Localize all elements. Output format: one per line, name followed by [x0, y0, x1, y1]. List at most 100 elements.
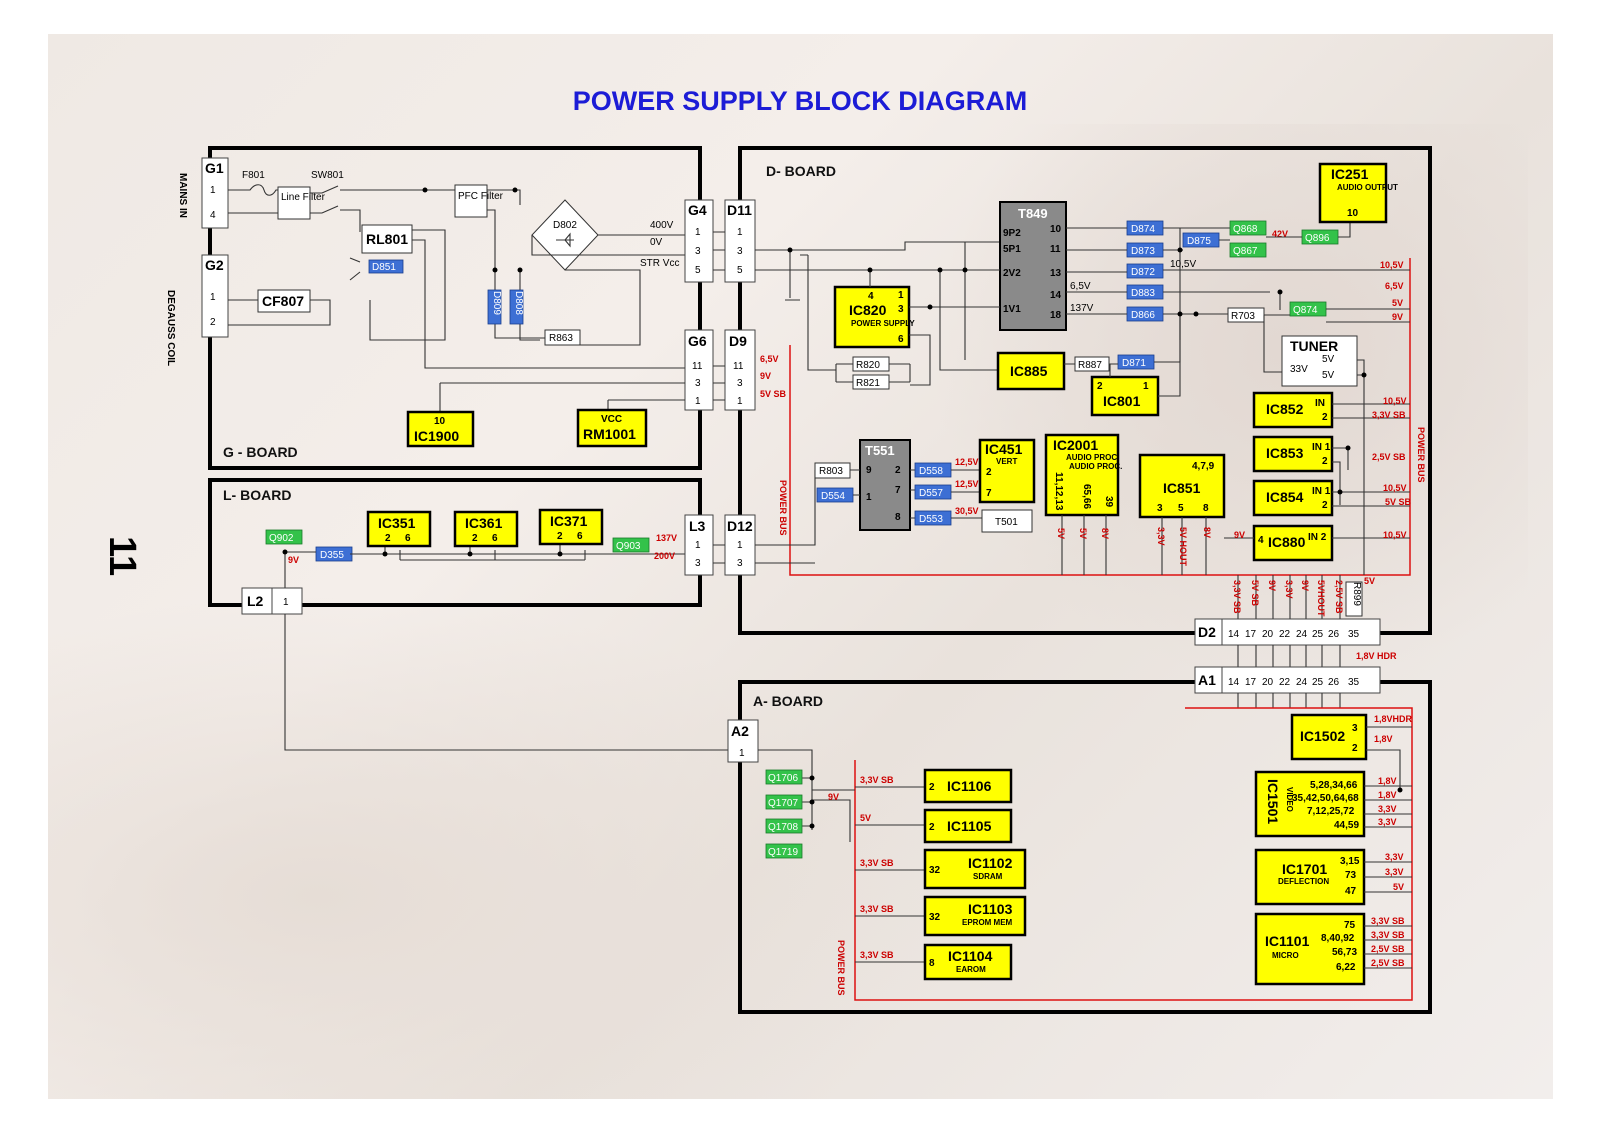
svg-text:10: 10	[434, 416, 446, 427]
svg-text:AUDIO OUTPUT: AUDIO OUTPUT	[1337, 183, 1398, 192]
svg-text:2: 2	[1322, 412, 1328, 423]
svg-text:9V: 9V	[760, 371, 771, 381]
svg-text:5V: 5V	[1056, 528, 1066, 539]
bus-volts: 3,3V SB 5V SB 9V 3,3V 9V 5VHOUT 2,5V SB	[1232, 580, 1344, 617]
svg-text:1: 1	[695, 540, 701, 551]
svg-text:5,28,34,66: 5,28,34,66	[1310, 780, 1358, 791]
svg-text:IC854: IC854	[1266, 489, 1304, 505]
svg-text:3,3V SB: 3,3V SB	[860, 904, 894, 914]
svg-text:18: 18	[1050, 310, 1062, 321]
svg-text:VIDEO: VIDEO	[1285, 787, 1294, 812]
svg-text:6,5V: 6,5V	[1385, 281, 1404, 291]
svg-text:5V: 5V	[1322, 370, 1335, 381]
svg-text:10,5V: 10,5V	[1383, 396, 1407, 406]
svg-text:1,8V: 1,8V	[1374, 734, 1393, 744]
diagram-title: POWER SUPPLY BLOCK DIAGRAM	[573, 86, 1028, 116]
svg-text:2: 2	[929, 782, 935, 793]
a-board	[738, 680, 1432, 1014]
connector-d12: D12 13	[724, 514, 756, 576]
svg-text:D2: D2	[1198, 624, 1216, 640]
svg-text:3: 3	[695, 378, 701, 389]
svg-text:3: 3	[695, 246, 701, 257]
svg-text:D802: D802	[553, 220, 577, 231]
svg-text:13: 13	[1050, 268, 1062, 279]
svg-text:5: 5	[737, 265, 743, 276]
q1707: Q1707	[768, 798, 798, 809]
svg-text:1: 1	[210, 292, 216, 303]
svg-text:30,5V: 30,5V	[955, 506, 979, 516]
svg-text:9V: 9V	[828, 792, 839, 802]
svg-text:3: 3	[737, 378, 743, 389]
svg-text:35: 35	[1348, 629, 1360, 640]
svg-text:1: 1	[737, 396, 743, 407]
svg-text:D11: D11	[727, 202, 752, 218]
r820: R820	[856, 360, 880, 371]
svg-text:5P1: 5P1	[1003, 244, 1021, 255]
svg-text:1: 1	[210, 185, 216, 196]
line-filter	[277, 186, 311, 220]
svg-text:9V: 9V	[288, 555, 299, 565]
svg-text:2: 2	[929, 822, 935, 833]
q902: Q902	[269, 533, 294, 544]
svg-text:6: 6	[405, 533, 411, 544]
svg-text:3,3V SB: 3,3V SB	[1232, 580, 1242, 614]
svg-text:24: 24	[1296, 677, 1308, 688]
q874: Q874	[1293, 305, 1318, 316]
r899: R899	[1351, 582, 1362, 606]
svg-text:1: 1	[1143, 381, 1149, 392]
svg-text:2: 2	[1097, 381, 1103, 392]
svg-text:11: 11	[692, 361, 703, 372]
svg-text:17: 17	[1245, 677, 1257, 688]
l-board-label: L- BOARD	[223, 487, 291, 503]
degauss-label: DEGAUSS COIL	[165, 290, 176, 366]
svg-text:8: 8	[929, 958, 935, 969]
svg-text:137V: 137V	[656, 533, 677, 543]
svg-text:3,3V SB: 3,3V SB	[860, 950, 894, 960]
connector-l3: L3 13	[684, 514, 714, 576]
svg-text:4: 4	[210, 210, 216, 221]
ic1900-block: 10 IC1900	[406, 410, 475, 448]
svg-text:RM1001: RM1001	[583, 426, 636, 442]
fuse-icon	[228, 184, 278, 196]
d554: D554	[821, 491, 845, 502]
svg-text:G4: G4	[688, 202, 707, 218]
q1719: Q1719	[768, 847, 798, 858]
svg-text:26: 26	[1328, 629, 1340, 640]
svg-text:DEFLECTION: DEFLECTION	[1278, 877, 1329, 886]
svg-text:8V: 8V	[1100, 528, 1110, 539]
svg-text:IC1103: IC1103	[968, 901, 1013, 917]
svg-text:11: 11	[1050, 244, 1061, 255]
f801-label: F801	[242, 170, 265, 181]
svg-text:2,5V SB: 2,5V SB	[1334, 580, 1344, 614]
svg-text:10: 10	[1050, 224, 1062, 235]
svg-text:11: 11	[733, 361, 744, 372]
svg-text:IC853: IC853	[1266, 445, 1304, 461]
svg-text:24: 24	[1296, 629, 1308, 640]
svg-text:14: 14	[1050, 290, 1062, 301]
svg-text:4: 4	[1258, 535, 1264, 546]
svg-text:3,3V SB: 3,3V SB	[1371, 930, 1405, 940]
junction-dots	[282, 187, 1403, 829]
svg-text:1: 1	[739, 748, 745, 759]
svg-text:2: 2	[557, 531, 563, 542]
svg-text:IC251: IC251	[1331, 166, 1369, 182]
svg-text:6,5V: 6,5V	[1070, 281, 1091, 292]
d871: D871	[1122, 358, 1146, 369]
svg-text:IC1104: IC1104	[948, 948, 993, 964]
svg-text:3: 3	[737, 246, 743, 257]
str-vcc-label: STR Vcc	[640, 258, 679, 269]
svg-text:20: 20	[1262, 629, 1274, 640]
svg-text:56,73: 56,73	[1332, 947, 1357, 958]
d808: D808	[513, 291, 524, 315]
svg-text:9P2: 9P2	[1003, 228, 1021, 239]
svg-text:26: 26	[1328, 677, 1340, 688]
svg-text:2,5V SB: 2,5V SB	[1371, 958, 1405, 968]
